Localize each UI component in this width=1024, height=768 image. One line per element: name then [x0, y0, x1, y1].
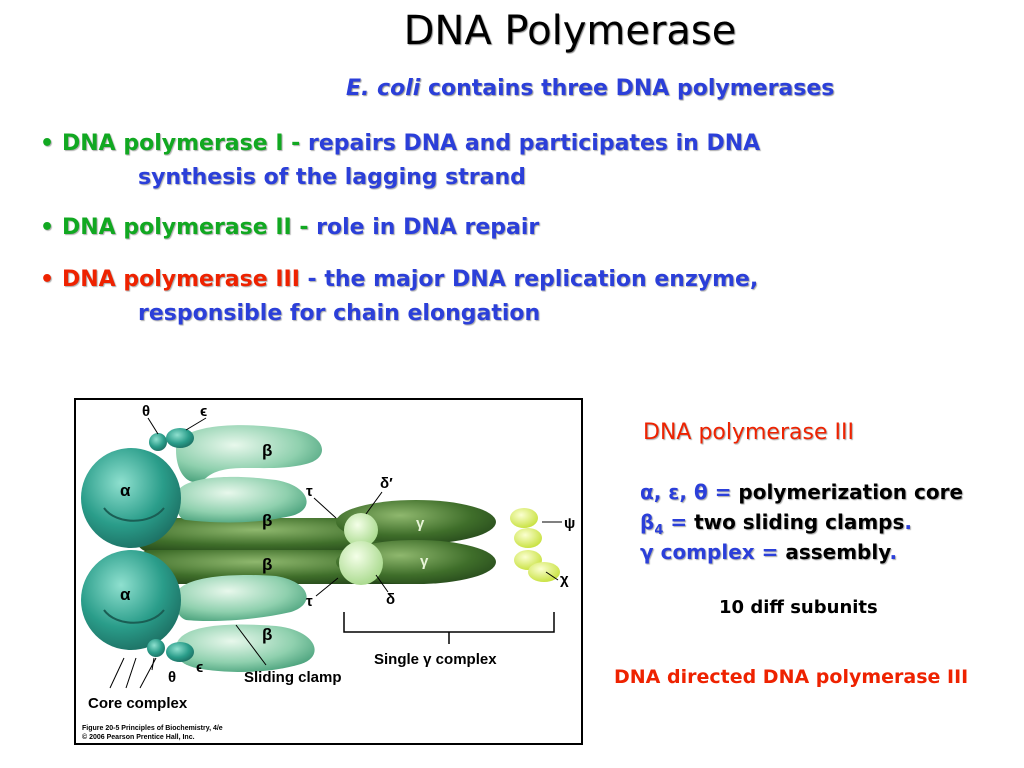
- theta-subunit-bottom: [147, 639, 165, 657]
- pointer-core-b: [125, 657, 137, 689]
- pol-iii-heading: DNA polymerase III: [643, 420, 854, 445]
- label-beta-top: β: [262, 441, 272, 460]
- legend-gamma: γ complex = assembly.: [640, 540, 897, 564]
- pointer-delta: [375, 574, 389, 593]
- bullet-name: DNA polymerase II: [62, 215, 292, 240]
- chi-subunit-b: [528, 562, 560, 582]
- label-gamma-bottom: γ: [420, 553, 429, 570]
- subtitle-organism: E. coli: [346, 76, 421, 101]
- beta-clamp-top-outer: [176, 425, 323, 483]
- alpha-bottom-groove: [103, 609, 165, 624]
- legend-beta-equals: =: [663, 510, 695, 534]
- legend-beta-symbol: β: [640, 510, 655, 534]
- bullet-line1: the major DNA replication enzyme,: [324, 267, 759, 292]
- psi-subunit-b: [514, 528, 542, 548]
- pol-iii-diagram: θ ϵ β α β τ δ′ γ ψ β γ χ α τ δ β θ ϵ Sin…: [81, 403, 575, 741]
- legend-beta-subscript: 4: [654, 523, 664, 538]
- label-core-complex: Core complex: [88, 695, 188, 712]
- label-theta-bottom: θ: [168, 669, 176, 686]
- legend-beta-tail: .: [904, 510, 912, 534]
- pointer-chi: [545, 571, 559, 581]
- legend-gamma-text: assembly: [785, 540, 890, 564]
- bullet-line1: repairs DNA and participates in DNA: [307, 131, 761, 156]
- pol-iii-figure: θ ϵ β α β τ δ′ γ ψ β γ χ α τ δ β θ ϵ Sin…: [74, 398, 583, 745]
- figure-caption-line1: Figure 20-5 Principles of Biochemistry, …: [82, 725, 223, 732]
- label-sliding-clamp: Sliding clamp: [244, 669, 342, 686]
- figure-caption-line2: © 2006 Pearson Prentice Hall, Inc.: [82, 733, 195, 741]
- theta-subunit-top: [149, 433, 167, 451]
- alpha-top-groove: [103, 507, 165, 522]
- alpha-subunit-top: [81, 448, 181, 548]
- label-delta: δ: [386, 591, 395, 608]
- pointer-theta-top: [147, 417, 159, 435]
- pointer-delta-prime: [365, 491, 383, 515]
- label-beta-mid-bottom: β: [262, 555, 272, 574]
- gamma-complex-bracket: [343, 612, 555, 633]
- subtitle: E. coli contains three DNA polymerases: [346, 76, 834, 101]
- epsilon-subunit-bottom: [166, 642, 194, 662]
- bullet-line2: synthesis of the lagging strand: [138, 165, 526, 190]
- subtitle-text: contains three DNA polymerases: [420, 76, 835, 101]
- subunit-count: 10 diff subunits: [719, 597, 878, 618]
- label-delta-prime: δ′: [380, 475, 393, 492]
- label-theta-top: θ: [142, 403, 150, 420]
- bullet-separator: -: [299, 267, 325, 292]
- label-tau-top: τ: [306, 483, 313, 500]
- bullet-marker: •: [40, 131, 55, 156]
- pointer-tau-top: [313, 497, 337, 519]
- beta-clamp-bottom-outer: [176, 624, 315, 672]
- label-beta-bottom: β: [262, 625, 272, 644]
- label-epsilon-bottom: ϵ: [196, 659, 203, 676]
- delta-prime-subunit: [344, 513, 378, 547]
- directed-caption: DNA directed DNA polymerase III: [614, 666, 969, 688]
- label-chi: χ: [560, 571, 569, 588]
- bullet-pol-3: • DNA polymerase III - the major DNA repl…: [40, 263, 758, 331]
- legend-core: α, ε, θ = polymerization core: [640, 480, 963, 504]
- bullet-marker: •: [40, 267, 55, 292]
- pointer-core-a: [109, 657, 125, 689]
- pointer-sliding-clamp: [235, 624, 267, 666]
- bullet-separator: -: [283, 131, 308, 156]
- legend-beta-text: two sliding clamps: [694, 510, 905, 534]
- legend-core-symbols: α, ε, θ =: [640, 480, 739, 504]
- page-title: DNA Polymerase: [403, 8, 737, 54]
- pointer-epsilon-top: [185, 417, 207, 431]
- label-epsilon-top: ϵ: [200, 403, 207, 420]
- bullet-pol-2: • DNA polymerase II - role in DNA repair: [40, 211, 539, 245]
- label-alpha-bottom: α: [120, 585, 131, 604]
- alpha-subunit-bottom: [81, 550, 181, 650]
- legend-gamma-symbol: γ complex =: [640, 540, 786, 564]
- label-tau-bottom: τ: [306, 593, 313, 610]
- beta-clamp-bottom-inner: [175, 575, 307, 622]
- psi-subunit: [510, 508, 538, 528]
- beta-clamp-top-inner: [175, 476, 307, 523]
- bullet-pol-1: • DNA polymerase I - repairs DNA and part…: [40, 127, 760, 195]
- label-alpha-top: α: [120, 481, 131, 500]
- bullet-separator: -: [291, 215, 317, 240]
- epsilon-subunit-top: [166, 428, 194, 448]
- bullet-marker: •: [40, 215, 55, 240]
- label-beta-mid-top: β: [262, 511, 272, 530]
- legend-gamma-tail: .: [889, 540, 898, 564]
- pointer-tau-bottom: [315, 577, 339, 597]
- legend-core-text: polymerization core: [738, 480, 964, 504]
- label-gamma-top: γ: [416, 515, 425, 532]
- legend-beta: β4 = two sliding clamps.: [640, 510, 912, 538]
- label-psi: ψ: [564, 515, 575, 532]
- delta-subunit: [339, 541, 383, 585]
- bullet-name: DNA polymerase III: [62, 267, 300, 292]
- bullet-name: DNA polymerase I: [62, 131, 284, 156]
- pointer-core-c: [139, 657, 157, 689]
- bullet-line1: role in DNA repair: [316, 215, 540, 240]
- bullet-line2: responsible for chain elongation: [138, 301, 541, 326]
- label-single-gamma-complex: Single γ complex: [374, 651, 497, 668]
